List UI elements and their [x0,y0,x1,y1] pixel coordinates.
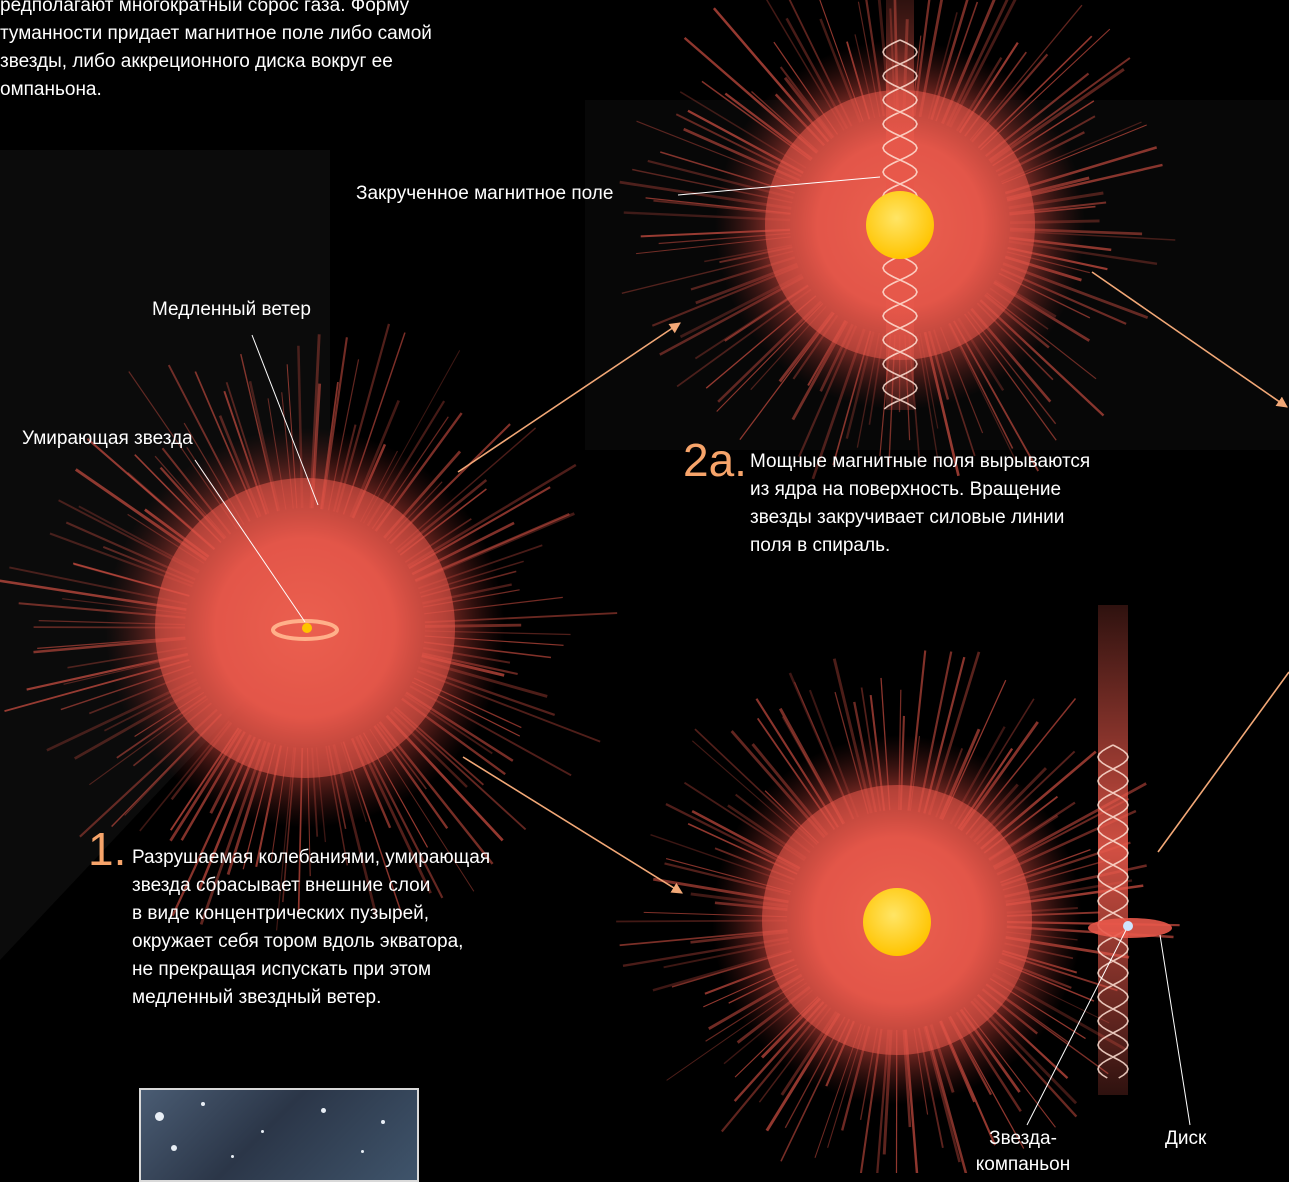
intro-line: омпаньона. [0,76,470,104]
label-companion-line: Звезда- [958,1126,1088,1152]
companion-jet [1098,605,1128,1095]
nebula-photo-inset [139,1088,419,1182]
step-2a-text: Мощные магнитные поля вырываются из ядра… [750,448,1170,560]
intro-line: туманности придает магнитное поле либо с… [0,20,470,48]
companion-star-nebula [616,605,1179,1173]
intro-text: редполагают многократный сброс газа. Фор… [0,0,470,104]
step-1-number: 1. [88,826,126,872]
star-core [863,888,931,956]
label-dying-star: Умирающая звезда [22,427,193,451]
companion-star [1123,921,1133,931]
step-1-line: не прекращая испускать при этом [132,956,562,984]
label-companion-star: Звезда- компаньон [958,1126,1088,1178]
step-2a-line: Мощные магнитные поля вырываются [750,448,1170,476]
step-1-text: Разрушаемая колебаниями, умирающая звезд… [132,844,562,1012]
step-1-line: окружает себя тором вдоль экватора, [132,928,562,956]
step-2a-line: поля в спираль. [750,532,1170,560]
step-2a-line: из ядра на поверхность. Вращение [750,476,1170,504]
step-1-line: в виде концентрических пузырей, [132,900,562,928]
step-1-line: звезда сбрасывает внешние слои [132,872,562,900]
label-slow-wind: Медленный ветер [152,298,311,322]
arrow-to-next-2 [1158,672,1289,852]
star-core [866,191,934,259]
label-disk: Диск [1165,1127,1206,1151]
leader-disk [1160,935,1190,1125]
step-1-line: медленный звездный ветер. [132,984,562,1012]
label-twisted-field: Закрученное магнитное поле [356,182,613,206]
step-1-line: Разрушаемая колебаниями, умирающая [132,844,562,872]
intro-line: редполагают многократный сброс газа. Фор… [0,0,470,20]
step-2a-number: 2а. [683,437,747,483]
step-2a-line: звезды закручивает силовые линии [750,504,1170,532]
label-companion-line: компаньон [958,1152,1088,1178]
intro-line: звезды, либо аккреционного диска вокруг … [0,48,470,76]
dying-star-core [302,623,312,633]
